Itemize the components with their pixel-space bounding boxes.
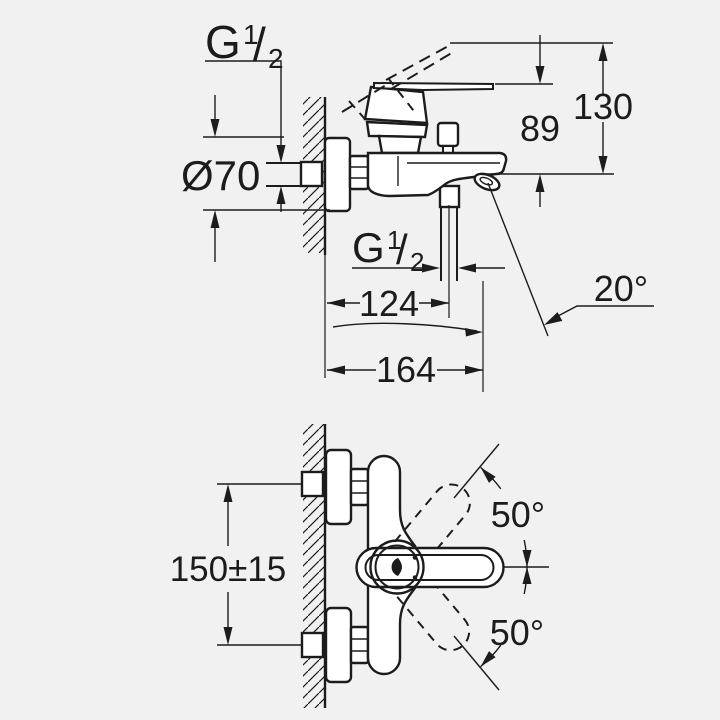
leader-curve-arrow bbox=[465, 328, 483, 337]
handle-lever-side bbox=[373, 81, 494, 92]
spout-angle-line bbox=[487, 182, 549, 337]
dim164-arrow-right bbox=[465, 365, 483, 375]
lever-dashed-up bbox=[394, 483, 471, 567]
diverter-knob bbox=[436, 121, 460, 148]
cartridge-cap bbox=[363, 85, 429, 125]
angle50-bottom-arrow-leg bbox=[480, 651, 496, 667]
g12-top-label-g: G bbox=[205, 16, 241, 68]
escutcheon-plan-bottom bbox=[324, 606, 353, 684]
dim124-label: 124 bbox=[359, 283, 419, 324]
hex-nut-side bbox=[348, 154, 370, 191]
plan-view: 150±15 50° 50° bbox=[170, 424, 549, 708]
raised-lever-dashed-left bbox=[341, 84, 387, 113]
hex-nut-plan-bottom bbox=[349, 625, 370, 665]
angle50-bottom-arrow-center bbox=[522, 567, 532, 584]
dim89-arrow-down bbox=[535, 66, 545, 84]
raised-lever-dashed-top bbox=[385, 43, 453, 81]
dim124-arrow-left bbox=[327, 298, 345, 308]
dim130-arrow-down bbox=[598, 156, 608, 174]
escutcheon-plan-top bbox=[324, 448, 353, 526]
hex-nut-plan-top bbox=[349, 467, 370, 507]
handle-ring-inner bbox=[374, 544, 420, 590]
shower-pipe-lines bbox=[440, 207, 458, 281]
angle50-top-arrow-center bbox=[522, 550, 532, 567]
hex-nut-facets-top bbox=[351, 480, 368, 494]
dim164-label: 164 bbox=[376, 349, 436, 390]
dia70-arrow-up bbox=[210, 210, 220, 228]
g12-top-leader bbox=[205, 60, 282, 146]
lever-dot-top bbox=[412, 555, 418, 560]
dim130-label: 130 bbox=[573, 86, 633, 127]
g12-mid-label-g: G bbox=[352, 224, 385, 271]
spout-outlet bbox=[473, 172, 501, 192]
g12-mid-label-slash: / bbox=[396, 226, 408, 273]
angle50-top-leg bbox=[453, 443, 500, 499]
leader-curve bbox=[332, 322, 478, 332]
dim89-arrow-up bbox=[535, 174, 545, 192]
angle50-bottom-label: 50° bbox=[490, 612, 544, 653]
supply-square-nut bbox=[299, 160, 324, 188]
angle50-top-label: 50° bbox=[491, 494, 545, 535]
g12-top-label-sup: 1 bbox=[243, 19, 259, 50]
dim150-ext-lines bbox=[217, 483, 302, 646]
dia70-label: Ø70 bbox=[181, 152, 260, 199]
raised-cap-dashed-edge2 bbox=[348, 100, 372, 127]
dim89-label: 89 bbox=[520, 108, 560, 149]
dia70-arrow-down bbox=[210, 119, 220, 137]
dim150-arrow-down bbox=[223, 627, 233, 645]
hex-nut-facets-bottom bbox=[351, 638, 368, 652]
g12-top-arrow-down bbox=[276, 145, 286, 163]
g12-top-label-sub: 2 bbox=[268, 43, 284, 74]
hex-nut-facets bbox=[350, 166, 368, 179]
wall-hatch-plan bbox=[303, 424, 325, 708]
handle-lever-plan-inner bbox=[364, 554, 495, 581]
g12-top-label-slash: / bbox=[253, 18, 266, 70]
cartridge-band bbox=[365, 120, 429, 139]
dim164-arrow-left bbox=[327, 365, 345, 375]
cartridge-neck bbox=[377, 134, 423, 155]
supply-square-bottom bbox=[300, 631, 325, 659]
shower-outlet-block bbox=[438, 184, 461, 209]
pivot-mark bbox=[391, 558, 402, 576]
supply-square-top bbox=[300, 470, 325, 498]
handle-ring-outer bbox=[369, 539, 425, 595]
angle20-leader bbox=[557, 305, 654, 317]
escutcheon-side bbox=[323, 136, 352, 213]
dim130-arrow-up bbox=[598, 43, 608, 61]
g12-mid-label-sup: 1 bbox=[387, 225, 401, 255]
g12-top-arrow-up bbox=[276, 186, 286, 204]
dim124-arrow-right bbox=[431, 298, 449, 308]
supply-stub-lines bbox=[266, 162, 302, 187]
raised-lever-dashed-bottom bbox=[390, 50, 456, 90]
dim150-label: 150±15 bbox=[170, 550, 287, 589]
lever-dashed-down bbox=[393, 568, 471, 652]
g12-mid-arrow-right bbox=[422, 263, 440, 273]
angle50-bottom-leg bbox=[453, 635, 500, 691]
faucet-body-side bbox=[366, 151, 508, 198]
raised-cap-dashed-edge1 bbox=[387, 77, 418, 116]
angle50-top-arrow-leg bbox=[480, 467, 496, 483]
angle20-label: 20° bbox=[594, 268, 648, 309]
dim150-arrow-up bbox=[223, 484, 233, 502]
g12-mid-arrow-left bbox=[458, 263, 476, 273]
angle20-arrow bbox=[544, 312, 563, 325]
g12-mid-label-sub: 2 bbox=[410, 247, 424, 277]
lever-dot-bottom bbox=[412, 575, 418, 580]
side-view: G 1 / 2 Ø70 89 130 G 1 / 2 bbox=[181, 16, 654, 392]
